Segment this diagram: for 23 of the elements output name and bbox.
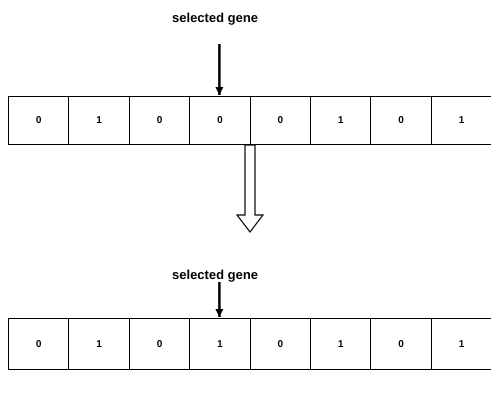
bit-value: 1 <box>338 115 344 126</box>
gene-label: selected gene <box>150 10 280 44</box>
bit-value: 0 <box>36 338 42 350</box>
bit-value: 0 <box>36 115 42 126</box>
bit-value: 1 <box>338 338 344 350</box>
bit-value: 1 <box>458 338 464 350</box>
chromosome-bar <box>8 318 491 370</box>
bit-value: 0 <box>398 338 404 350</box>
hollow-arrow <box>236 144 264 233</box>
bit-value: 0 <box>217 115 223 126</box>
bit-value: 0 <box>278 338 284 350</box>
bit-value: 0 <box>156 115 162 126</box>
gene-label: selected gene <box>150 232 280 282</box>
bit-value: 0 <box>156 338 162 350</box>
bit-value: 0 <box>278 115 284 126</box>
bit-value: 1 <box>217 338 223 350</box>
bit-value: 1 <box>96 338 102 350</box>
chromosome-bar <box>8 96 491 145</box>
arrow <box>215 44 224 95</box>
arrow <box>215 282 224 317</box>
bit-value: 1 <box>458 115 464 126</box>
bit-value: 0 <box>398 115 404 126</box>
bit-value: 1 <box>96 115 102 126</box>
